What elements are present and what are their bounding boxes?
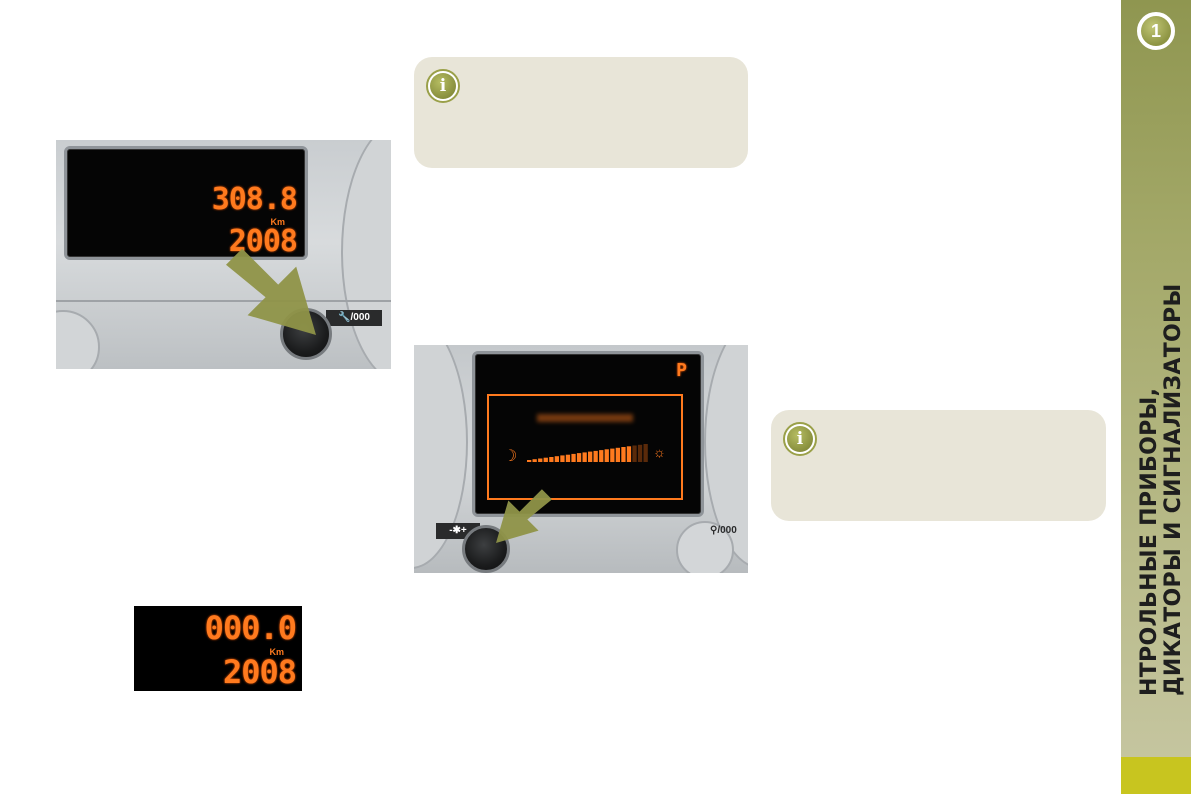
info-icon: i [783,422,817,456]
brightness-step [560,455,565,462]
chapter-number: 1 [1141,16,1171,46]
brightness-step [554,456,559,462]
right-dial [676,521,734,573]
brightness-step [527,460,532,462]
wrench-icon: 🔧 [338,312,351,323]
distance-unit: Km [270,217,285,227]
chapter-number-badge: 1 [1137,12,1175,50]
info-box-2: i [771,410,1106,521]
reset-distance: 000.0 [204,609,297,647]
brightness-step [621,447,626,462]
reset-display: 000.0 Km 2008 [134,606,302,691]
brightness-step [604,449,609,462]
brightness-step [571,453,576,462]
info-icon: i [426,69,460,103]
chapter-title-line-2: ДИКАТОРЫ И СИГНАЛИЗАТОРЫ [1161,283,1186,696]
sun-icon: ☼ [653,444,666,460]
left-dial [56,310,100,369]
brightness-step [632,445,637,462]
gear-indicator: P [676,360,687,381]
brightness-step [532,459,537,462]
page-number-tab [1121,757,1191,794]
dash-edge [56,300,391,302]
brightness-step [626,446,632,462]
reset-distance-unit: Km [269,647,284,657]
brightness-step [576,453,582,462]
brightness-step [615,447,620,462]
service-indicator-photo: 308.8 Km 2008 🔧/000 [56,140,391,369]
other-button-label: ⚲/000 [710,525,737,536]
instrument-lcd: P ☽ ☼ [472,351,704,517]
gauge-bezel [341,140,391,369]
chapter-title-line-1: НТРОЛЬНЫЕ ПРИБОРЫ, [1137,387,1162,696]
brightness-bar [527,444,649,462]
brightness-step [549,457,554,462]
menu-title-blurred [537,414,633,422]
chapter-tab [1121,0,1191,794]
brightness-step [643,444,648,462]
info-box-1: i [414,57,748,168]
chapter-title: НТРОЛЬНЫЕ ПРИБОРЫ, ДИКАТОРЫ И СИГНАЛИЗАТ… [1137,283,1186,696]
brightness-bar-graphic [527,444,648,462]
brightness-step [593,450,598,462]
brightness-step [538,458,543,462]
brightness-step [610,448,615,462]
brightness-menu: ☽ ☼ [487,394,683,500]
trip-distance: 308.8 [211,182,298,217]
service-button-label: 🔧/000 [326,310,382,326]
reset-year: 2008 [222,653,297,691]
instrument-lcd: 308.8 Km 2008 [64,146,308,260]
brightness-steps [527,444,648,462]
brightness-step [637,444,643,462]
brightness-step [599,450,604,462]
brightness-step [565,454,571,462]
brightness-adjust-photo: P ☽ ☼ ⚲/000 -✱+ [414,345,748,573]
brightness-step [582,452,587,462]
wrench-icon: ⚲ [710,525,718,536]
brightness-step [588,451,593,462]
brightness-step [543,457,548,462]
moon-icon: ☽ [503,448,518,465]
